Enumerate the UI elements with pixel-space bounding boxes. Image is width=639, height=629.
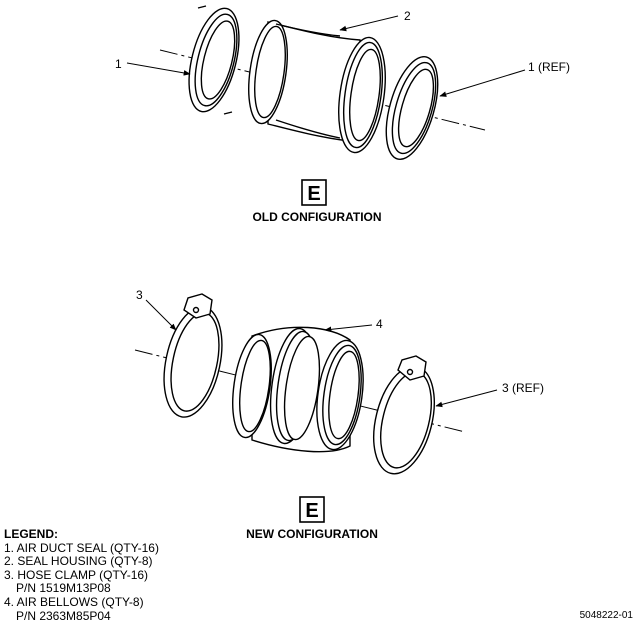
- leader-3: [145, 299, 177, 331]
- callout-2: 2: [404, 9, 411, 23]
- view-title-old: OLD CONFIGURATION: [252, 210, 381, 224]
- legend-item-4: 4. AIR BELLOWS (QTY-8): [4, 594, 144, 609]
- leader-1: [126, 62, 191, 76]
- seal-housing: [248, 19, 386, 154]
- leader-3-ref: [435, 389, 498, 408]
- callout-3: 3: [136, 288, 143, 302]
- leader-2: [339, 15, 399, 32]
- figure-id: 5048222-01: [579, 610, 633, 621]
- leader-1-ref: [439, 69, 526, 97]
- air-duct-seal-left: [188, 5, 240, 115]
- callout-1: 1: [115, 57, 122, 71]
- legend-item-4-part-number: P/N 2363M85P04: [16, 608, 111, 623]
- legend-item-1: 1. AIR DUCT SEAL (QTY-16): [4, 540, 159, 555]
- air-bellows: [232, 326, 364, 453]
- hose-clamp-left: [163, 293, 223, 418]
- legend-item-3-part-number: P/N 1519M13P08: [16, 581, 111, 596]
- callout-1-ref: 1 (REF): [528, 60, 570, 74]
- view-title-new: NEW CONFIGURATION: [246, 527, 378, 541]
- view-letter-box-old: [301, 179, 327, 206]
- callout-4: 4: [376, 317, 383, 331]
- legend-item-3: 3. HOSE CLAMP (QTY-16): [4, 567, 149, 582]
- legend-item-2: 2. SEAL HOUSING (QTY-8): [4, 554, 153, 569]
- view-letter-box-new: [299, 496, 325, 523]
- air-duct-seal-right: [385, 55, 439, 161]
- legend: LEGEND: 1. AIR DUCT SEAL (QTY-16) 2. SEA…: [4, 527, 159, 623]
- new-configuration-assembly: [134, 293, 498, 475]
- legend-title: LEGEND:: [4, 527, 58, 541]
- leader-4: [324, 324, 373, 333]
- view-letter-new: E: [305, 500, 318, 522]
- old-configuration-assembly: [126, 5, 526, 161]
- callout-3-ref: 3 (REF): [502, 381, 544, 395]
- hose-clamp-right: [373, 355, 435, 475]
- view-letter-old: E: [307, 183, 320, 205]
